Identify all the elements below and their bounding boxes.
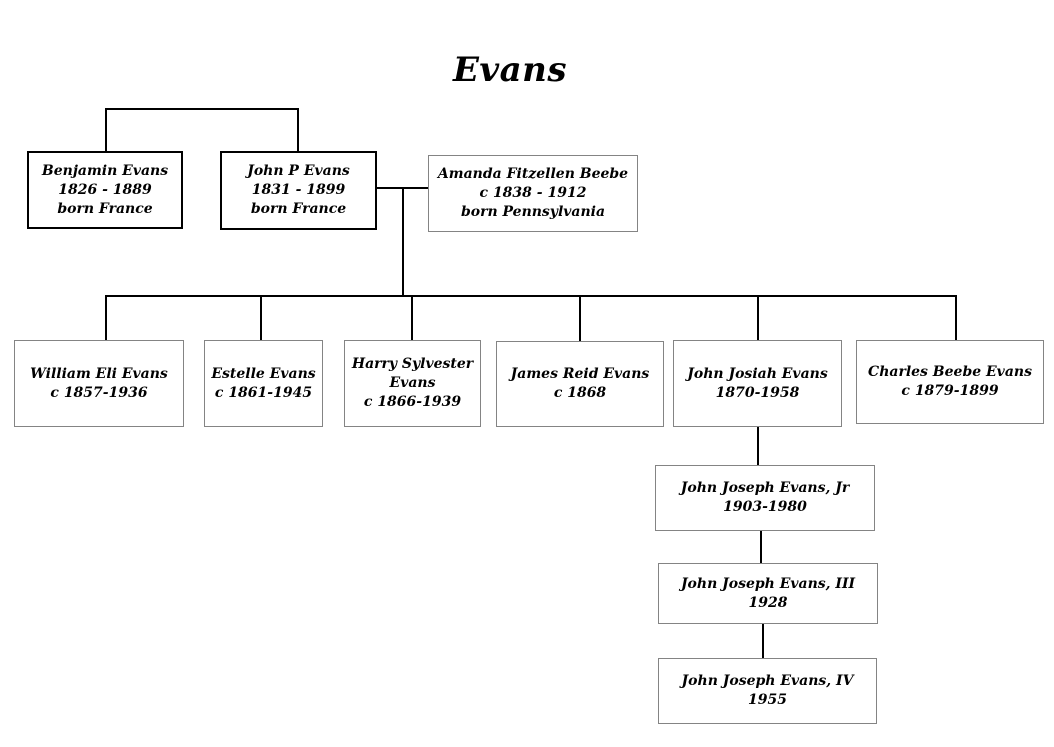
connector-josiah-to-jr xyxy=(757,427,759,465)
person-birthplace: born France xyxy=(250,201,347,217)
person-box-benjamin-evans: Benjamin Evans 1826 - 1889 born France xyxy=(27,151,183,229)
connector-drop-harry-sylvester-evans xyxy=(411,296,413,341)
person-box-john-joseph-evans-jr: John Joseph Evans, Jr 1903-1980 xyxy=(655,465,875,531)
person-name: John P Evans xyxy=(247,163,350,179)
person-box-estelle-evans: Estelle Evans c 1861-1945 xyxy=(204,340,323,427)
person-name: John Joseph Evans, Jr xyxy=(680,480,850,496)
person-dates: 1928 xyxy=(748,594,788,611)
person-name: William Eli Evans xyxy=(30,365,168,382)
connector-drop-william-eli-evans xyxy=(105,296,107,341)
chart-title: Evans xyxy=(452,50,568,90)
person-dates: c 1868 xyxy=(553,385,607,401)
person-box-charles-beebe-evans: Charles Beebe Evans c 1879-1899 xyxy=(856,340,1044,424)
person-name: Benjamin Evans xyxy=(41,162,169,179)
person-dates: c 1861-1945 xyxy=(214,384,313,401)
person-name: John Joseph Evans, III xyxy=(680,575,856,592)
person-dates: 1870-1958 xyxy=(715,384,800,401)
person-birthplace: born Pennsylvania xyxy=(460,204,606,220)
person-box-john-joseph-evans-iii: John Joseph Evans, III 1928 xyxy=(658,563,878,624)
person-box-william-eli-evans: William Eli Evans c 1857-1936 xyxy=(14,340,184,427)
person-name: John Joseph Evans, IV xyxy=(681,673,854,689)
connector-family-descent xyxy=(402,188,404,296)
person-dates: 1903-1980 xyxy=(723,499,807,515)
person-dates: c 1879-1899 xyxy=(901,383,999,399)
person-dates: c 1838 - 1912 xyxy=(479,185,587,201)
person-dates: c 1866-1939 xyxy=(363,394,462,410)
person-box-john-p-evans: John P Evans 1831 - 1899 born France xyxy=(220,151,377,230)
person-box-john-josiah-evans: John Josiah Evans 1870-1958 xyxy=(673,340,842,427)
connector-jr-to-iii xyxy=(760,531,762,563)
person-box-harry-sylvester-evans: Harry Sylvester Evans c 1866-1939 xyxy=(344,340,481,427)
connector-iii-to-iv xyxy=(762,624,764,658)
connector-drop-benjamin-evans xyxy=(105,108,107,151)
connector-drop-estelle-evans xyxy=(260,296,262,341)
person-box-amanda-fitzellen-beebe: Amanda Fitzellen Beebe c 1838 - 1912 bor… xyxy=(428,155,638,232)
person-birthplace: born France xyxy=(57,200,153,217)
person-dates: 1831 - 1899 xyxy=(251,182,346,198)
person-dates: 1955 xyxy=(748,692,787,708)
person-dates: 1826 - 1889 xyxy=(58,181,152,198)
connector-gen1-sibling-bar xyxy=(105,108,299,110)
person-name: Estelle Evans xyxy=(211,365,316,382)
connector-drop-james-reid-evans xyxy=(579,296,581,341)
connector-drop-charles-beebe-evans xyxy=(955,296,957,341)
connector-drop-john-p-evans xyxy=(297,108,299,151)
connector-drop-john-josiah-evans xyxy=(757,296,759,341)
person-dates: c 1857-1936 xyxy=(50,384,148,401)
person-box-james-reid-evans: James Reid Evans c 1868 xyxy=(496,341,664,427)
connector-gen2-sibling-bar xyxy=(105,295,957,297)
person-box-john-joseph-evans-iv: John Joseph Evans, IV 1955 xyxy=(658,658,877,724)
person-name: Amanda Fitzellen Beebe xyxy=(437,166,629,182)
person-name: John Josiah Evans xyxy=(687,365,828,382)
person-name: Charles Beebe Evans xyxy=(868,364,1032,380)
person-name: Harry Sylvester Evans xyxy=(351,356,474,391)
person-name: James Reid Evans xyxy=(510,366,650,382)
